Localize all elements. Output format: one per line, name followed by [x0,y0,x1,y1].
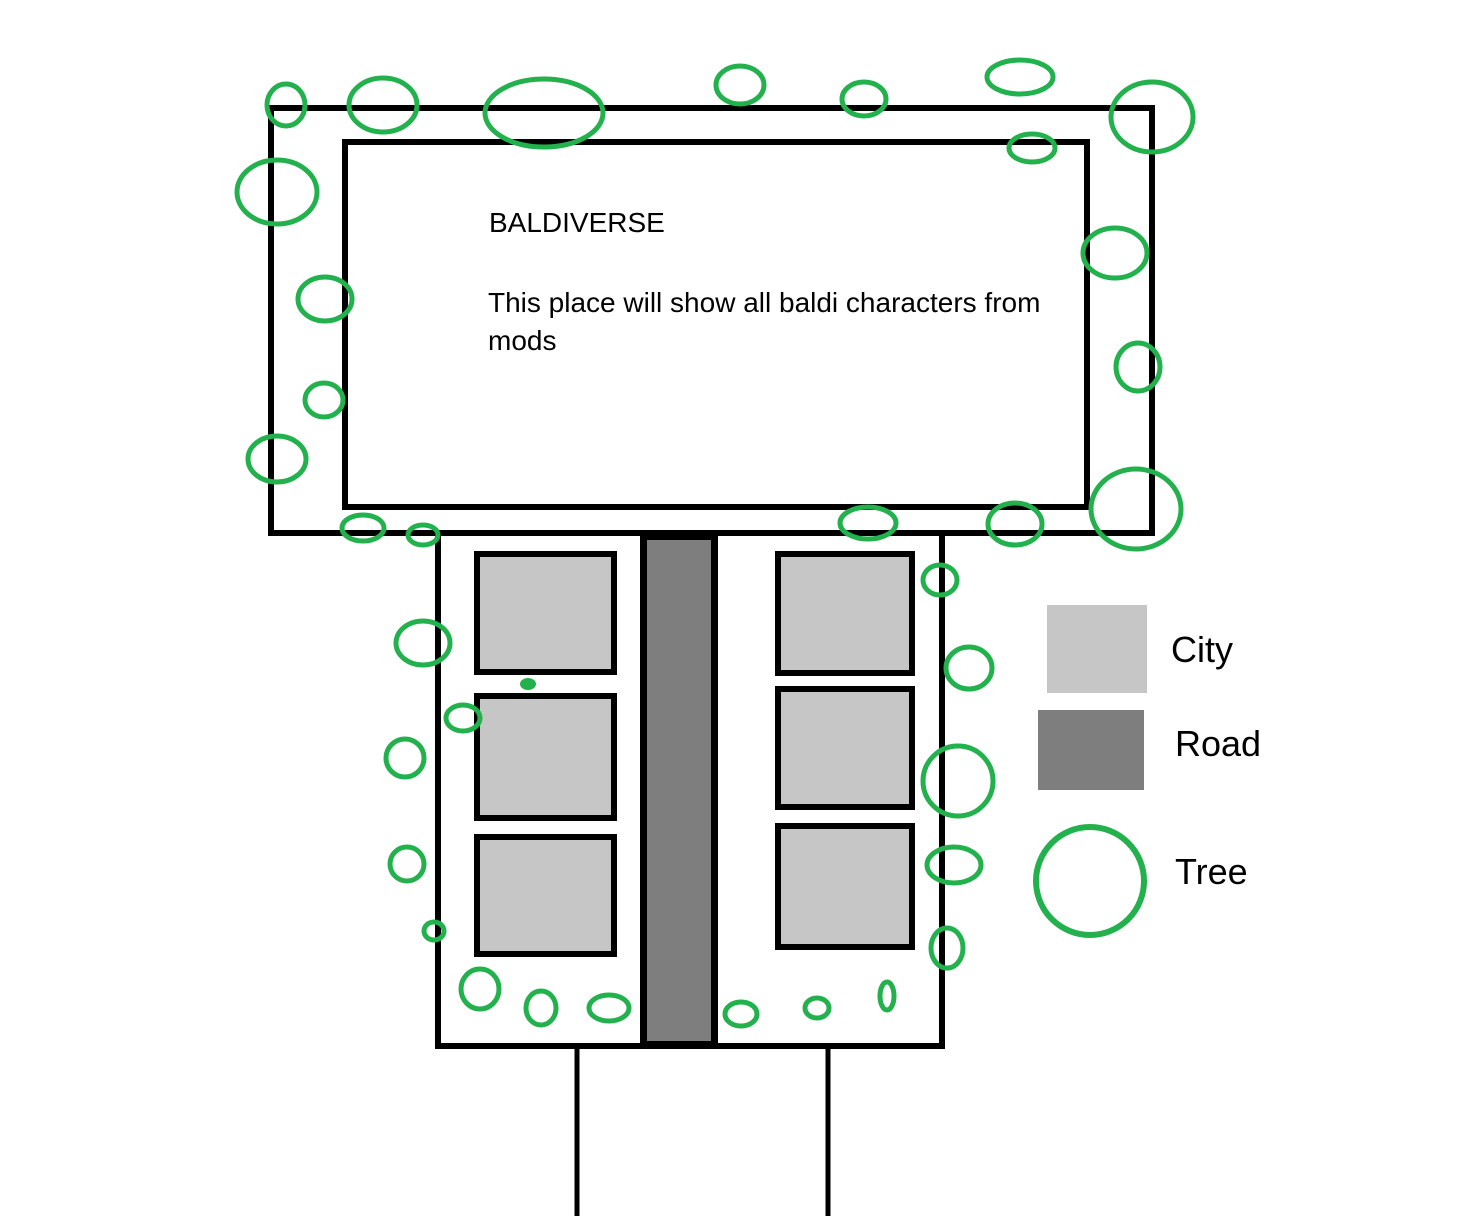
city-block [775,551,915,676]
city-block [474,834,617,957]
legend-tree-label: Tree [1175,851,1248,892]
tree [802,995,832,1021]
tree [722,999,760,1029]
tree [877,979,897,1013]
city-block [474,693,617,821]
tree [920,743,996,819]
tree [405,522,441,548]
city-block [474,551,617,675]
tree [520,678,536,690]
tree [482,76,606,150]
tree [295,274,355,324]
billboard-inner-frame [342,139,1090,510]
tree [839,79,889,119]
tree [458,966,502,1012]
legend-road-label: Road [1175,723,1262,764]
tree [421,919,447,943]
legend-city-swatch [1047,605,1147,693]
tree [985,500,1045,548]
tree [920,562,960,598]
tree [339,512,387,544]
tree [523,988,559,1028]
tree [245,433,309,485]
legend-tree-swatch [1033,824,1147,938]
tree [1080,225,1150,281]
city-block [775,823,915,950]
tree [387,844,427,884]
tree [383,736,427,780]
billboard-title: BALDIVERSE [489,207,665,238]
tree [1113,340,1163,394]
tree [837,504,899,542]
tree [302,380,346,420]
tree [264,81,308,129]
tree [713,63,767,107]
tree [346,75,420,135]
tree [1006,131,1058,165]
road-surface [647,540,711,1041]
tree [1108,79,1196,155]
city-block [775,686,915,810]
tree [234,157,320,227]
tree [943,644,995,692]
tree [586,992,632,1024]
tree [1088,466,1184,552]
tree [984,57,1056,97]
legend-city-label: City [1171,629,1233,670]
legend-road-swatch [1038,710,1144,790]
tree [443,702,483,734]
tree [393,618,453,668]
tree [928,925,966,971]
tree [924,844,984,886]
billboard-description: This place will show all baldi character… [488,287,1041,356]
